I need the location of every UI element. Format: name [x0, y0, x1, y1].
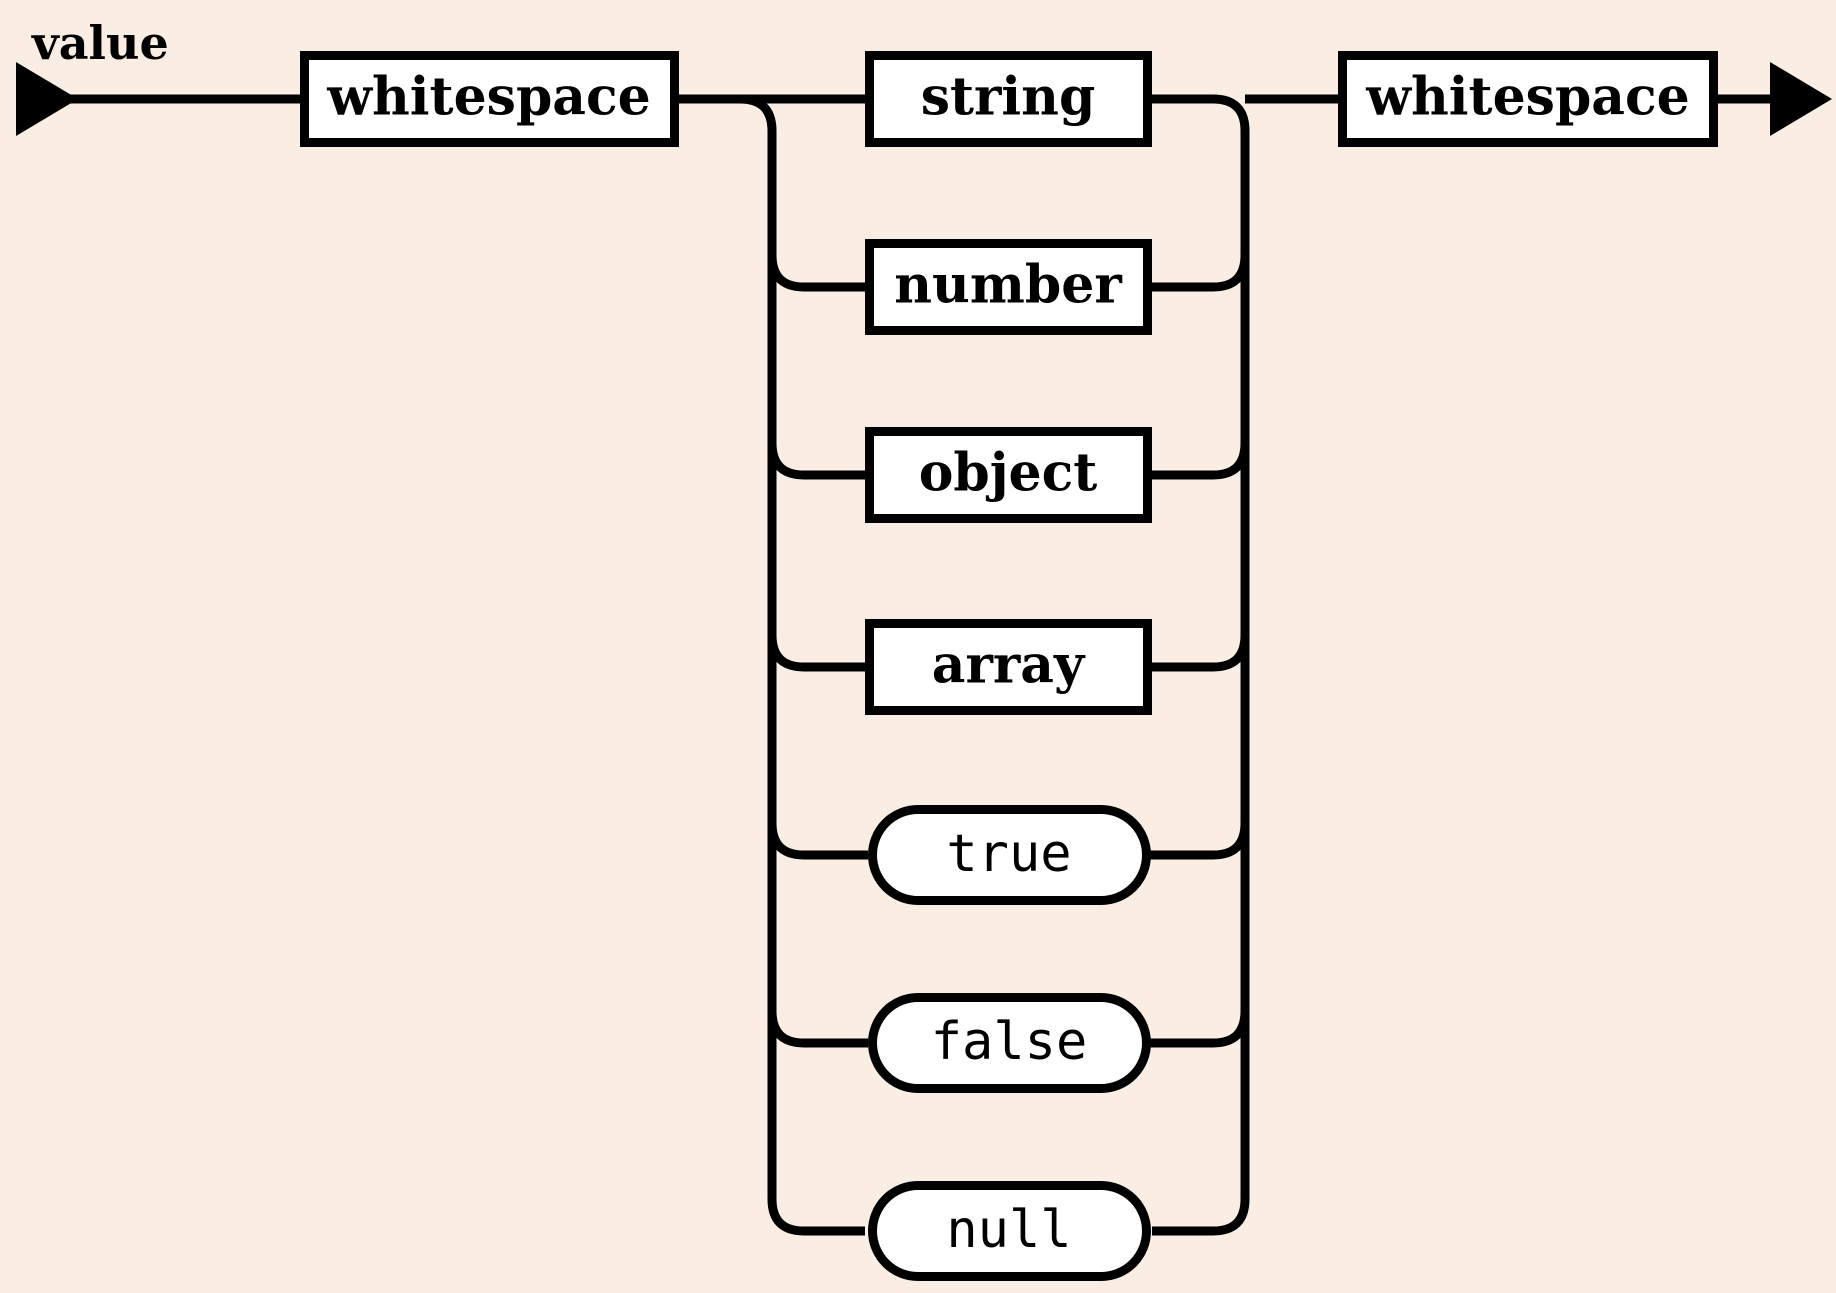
diagram-title: value — [32, 16, 169, 70]
rail-right-branch-number — [1152, 254, 1250, 292]
rail-right-spine — [1152, 94, 1250, 1236]
node-object[interactable]: object — [865, 427, 1152, 523]
node-true[interactable]: true — [868, 805, 1151, 905]
node-number-box[interactable] — [865, 239, 1152, 335]
node-object-box[interactable] — [865, 427, 1152, 523]
exit-arrow-icon — [1770, 62, 1832, 136]
node-string-label: string — [921, 67, 1096, 128]
rail-right-branch-true — [1149, 822, 1250, 860]
rail-right-branch-array — [1152, 634, 1250, 672]
entry-arrow-icon — [16, 62, 78, 136]
node-whitespace-right[interactable]: whitespace — [1338, 51, 1718, 147]
node-array-box[interactable] — [865, 619, 1152, 715]
rail-left-branch-array — [767, 634, 865, 672]
node-whitespace-left-label: whitespace — [326, 67, 651, 128]
rail-left-branch-true — [767, 822, 868, 860]
node-string[interactable]: string — [865, 51, 1152, 147]
rail-left-spine — [739, 94, 865, 1236]
node-false[interactable]: false — [868, 993, 1151, 1093]
node-null[interactable]: null — [868, 1181, 1151, 1281]
node-false-pill[interactable] — [868, 993, 1151, 1093]
node-number-label: number — [894, 255, 1122, 316]
node-array[interactable]: array — [865, 619, 1152, 715]
node-true-label: true — [946, 824, 1071, 884]
node-whitespace-right-box[interactable] — [1338, 51, 1718, 147]
rail-left-branch-object — [767, 442, 865, 480]
node-null-pill[interactable] — [868, 1181, 1151, 1281]
rail-right-branch-false — [1149, 1010, 1250, 1048]
node-null-label: null — [946, 1200, 1071, 1260]
node-whitespace-right-label: whitespace — [1365, 67, 1690, 128]
node-whitespace-left-box[interactable] — [300, 51, 679, 147]
node-string-box[interactable] — [865, 51, 1152, 147]
node-false-label: false — [931, 1012, 1088, 1072]
rail-left-branch-number — [767, 254, 865, 292]
node-number[interactable]: number — [865, 239, 1152, 335]
rail-right-branch-object — [1152, 442, 1250, 480]
node-object-label: object — [919, 443, 1098, 504]
rail-left-branch-false — [767, 1010, 868, 1048]
node-true-pill[interactable] — [868, 805, 1151, 905]
node-whitespace-left[interactable]: whitespace — [300, 51, 679, 147]
node-array-label: array — [932, 635, 1086, 696]
